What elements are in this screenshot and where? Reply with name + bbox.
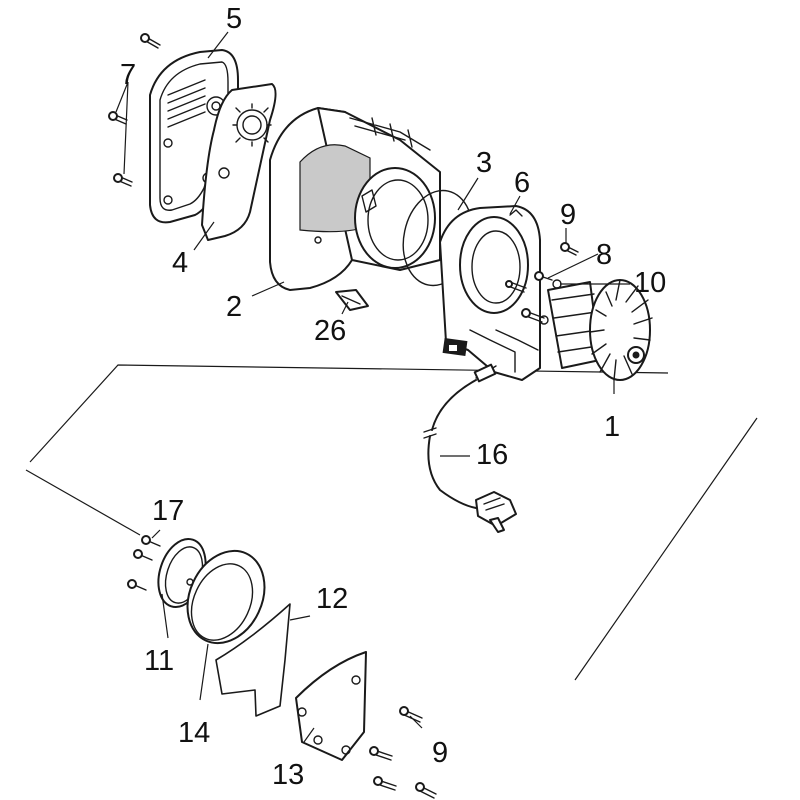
part-12-gasket-sheet <box>215 603 291 717</box>
callout-7: 7 <box>120 59 136 91</box>
part-9-lower-screws <box>369 706 437 799</box>
leader-lines <box>115 31 630 743</box>
part-8-9-10-fasteners <box>521 242 579 325</box>
callout-1: 1 <box>604 411 620 443</box>
callout-12: 12 <box>316 583 348 615</box>
detail-bracket <box>25 364 758 681</box>
callout-6: 6 <box>514 167 530 199</box>
part-1-motor-fan <box>547 279 653 381</box>
callout-2: 2 <box>226 291 242 323</box>
part-13-plate <box>295 651 367 761</box>
callout-8: 8 <box>596 239 612 271</box>
part-26-clip <box>335 289 369 311</box>
part-6-motor-bracket <box>439 205 541 381</box>
part-4-gasket <box>201 83 277 241</box>
callout-17: 17 <box>152 495 184 527</box>
callout-11: 11 <box>144 645 174 677</box>
callout-9-lower: 9 <box>432 737 448 769</box>
part-2-housing <box>269 107 441 291</box>
callout-26: 26 <box>314 315 346 347</box>
part-16-power-cord <box>423 363 517 533</box>
callouts: 5 7 4 2 26 3 6 9 8 10 1 16 17 12 11 14 1… <box>120 3 666 791</box>
callout-16: 16 <box>476 439 508 471</box>
callout-13: 13 <box>272 759 304 791</box>
callout-5: 5 <box>226 3 242 35</box>
callout-10: 10 <box>634 267 666 299</box>
part-7-screws <box>108 33 161 187</box>
callout-3: 3 <box>476 147 492 179</box>
part-17-screws <box>127 535 161 591</box>
part-14-lens <box>186 549 266 645</box>
callout-9-upper: 9 <box>560 199 576 231</box>
callout-4: 4 <box>172 247 188 279</box>
callout-14: 14 <box>178 717 210 749</box>
